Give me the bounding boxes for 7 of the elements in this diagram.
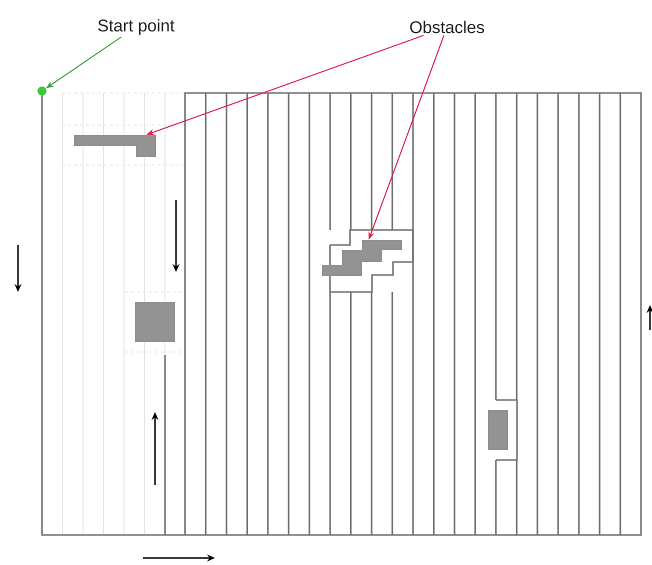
obstacle (135, 302, 175, 342)
obstacle (74, 135, 156, 157)
obstacle (488, 410, 508, 450)
obstacle (322, 240, 402, 276)
start-point-dot (38, 86, 46, 96)
callout-label: Start point (98, 19, 174, 35)
callout-label: Obstacles (410, 20, 484, 34)
